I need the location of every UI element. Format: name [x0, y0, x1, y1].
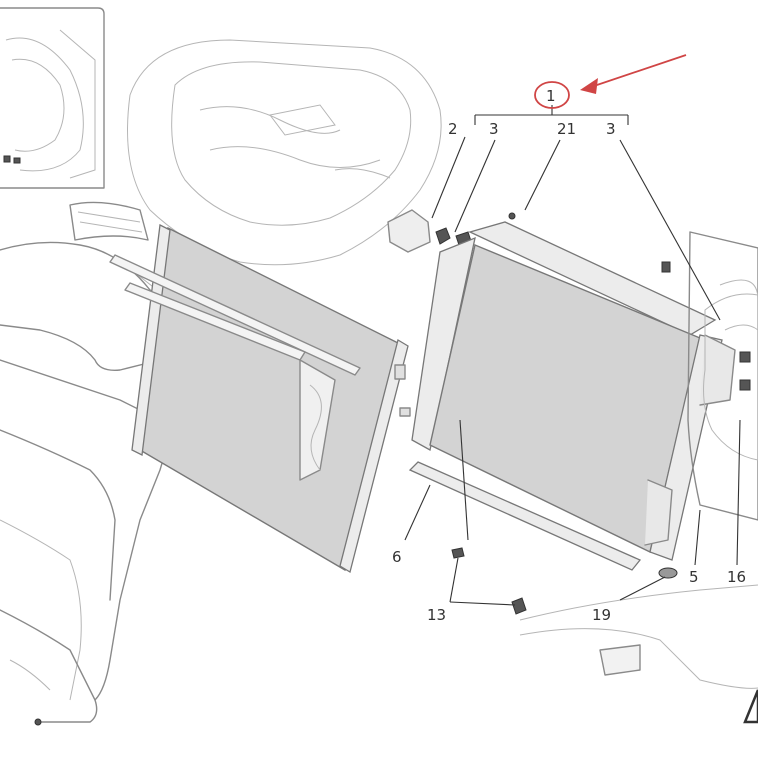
callout-labels: 1 2 3 21 3 6 13 19 5 16: [392, 87, 746, 624]
bumper-outline: [519, 584, 758, 689]
callout-13[interactable]: 13: [427, 606, 446, 624]
fasteners: [451, 547, 678, 615]
callout-3-right[interactable]: 3: [606, 120, 616, 138]
highlight-marker: [534, 54, 687, 109]
highlight-circle: [534, 81, 570, 109]
engine-cover: [127, 39, 442, 266]
expansion-bracket: [387, 209, 473, 253]
callout-2[interactable]: 2: [448, 120, 458, 138]
callout-1[interactable]: 1: [546, 87, 556, 105]
callout-6[interactable]: 6: [392, 548, 402, 566]
callout-21[interactable]: 21: [557, 120, 576, 138]
red-arrow-icon: [580, 54, 687, 94]
inset-detail: [0, 7, 105, 189]
condenser: [109, 224, 409, 574]
callout-16[interactable]: 16: [727, 568, 746, 586]
radiator-assembly: [399, 212, 736, 571]
warning-triangle-icon: [743, 689, 758, 724]
leader-lines: [404, 105, 741, 606]
callout-5[interactable]: 5: [689, 568, 699, 586]
callout-19[interactable]: 19: [592, 606, 611, 624]
callout-3-left[interactable]: 3: [489, 120, 499, 138]
